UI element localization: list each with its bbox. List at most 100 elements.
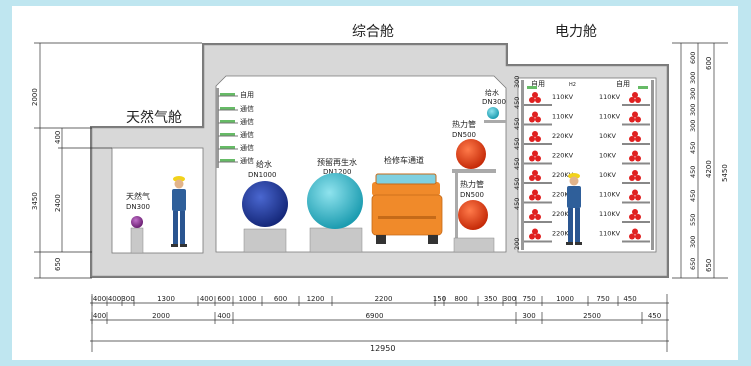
cable	[629, 155, 635, 162]
svg-text:通信: 通信	[240, 117, 254, 126]
dim-label-row1: 750	[522, 295, 535, 303]
heat-lower-label: 热力管	[460, 179, 484, 189]
cable-rack-tier: 110KV	[599, 228, 650, 243]
power-racks: 自用 H2 自用	[521, 79, 654, 250]
cable	[529, 116, 535, 123]
cable	[629, 97, 635, 103]
rack-dim-label: 450	[513, 97, 521, 109]
cable	[535, 233, 541, 240]
cable	[535, 97, 541, 103]
cable-rack-tier: 220KV	[524, 228, 574, 243]
dim-left-2400: 2400	[54, 194, 62, 212]
cable	[529, 155, 535, 162]
dim-label-row2: 300	[522, 312, 535, 320]
power-top-right: 自用	[616, 79, 630, 88]
cable	[532, 228, 538, 235]
rack-dim-label: 450	[513, 118, 521, 130]
shelf-item: 通信	[218, 156, 254, 165]
dim-label-row1: 2200	[375, 295, 393, 303]
cable	[535, 175, 541, 181]
cable	[629, 175, 635, 181]
shelf-item: 自用	[218, 90, 254, 99]
right-dim-label: 300	[689, 236, 697, 248]
right-dim-label: 450	[689, 166, 697, 178]
cable	[535, 116, 541, 123]
cable-voltage-label: 220KV	[552, 191, 574, 199]
cable	[532, 150, 538, 157]
right-dim-label: 600	[689, 52, 697, 64]
cable	[532, 131, 538, 137]
cable-rack-tier: 110KV	[524, 92, 574, 106]
cable	[532, 111, 538, 118]
cable	[632, 189, 638, 196]
rack-dim-label: 450	[513, 198, 521, 210]
dim-label-row1: 800	[454, 295, 467, 303]
cable	[635, 175, 641, 181]
heat-pipe-lower	[458, 200, 488, 230]
right-dim-label: 450	[689, 190, 697, 202]
shelf-item: 通信	[218, 104, 254, 113]
dim-label-row1: 450	[623, 295, 636, 303]
gas-pipe-support	[130, 227, 144, 254]
cable	[635, 136, 641, 142]
dim-right-600: 600	[705, 57, 713, 70]
dim-label-row2: 2500	[583, 312, 601, 320]
cable-rack-tier: 110KV	[599, 111, 650, 126]
rack-dim-label: 450	[513, 158, 521, 170]
cable	[629, 136, 635, 142]
gas-cabin-title: 天然气舱	[126, 109, 182, 126]
dim-label-row1: 400	[93, 295, 106, 303]
dim-label-row1: 750	[596, 295, 609, 303]
water-1000-dn: DN1000	[248, 171, 276, 179]
water-1000-support	[243, 228, 287, 253]
cable	[629, 233, 635, 240]
cable-voltage-label: 110KV	[599, 191, 621, 199]
dim-right-total: 5450	[721, 164, 729, 182]
dim-label-row2: 2000	[152, 312, 170, 320]
cable	[632, 150, 638, 157]
dim-label-row2: 450	[648, 312, 661, 320]
dim-left-2000: 2000	[31, 88, 39, 106]
utility-tunnel-diagram: 天然气舱 综合舱 电力舱 天然气 DN300 自用 通信 通信 通信 通信 通信…	[31, 24, 729, 353]
cable	[632, 170, 638, 176]
maintenance-vehicle	[371, 173, 443, 244]
svg-text:通信: 通信	[240, 104, 254, 113]
cable-rack-tier: 110KV	[599, 209, 650, 223]
vehicle-passage-label: 检修车通道	[384, 155, 424, 165]
cable	[632, 209, 638, 215]
cable	[632, 111, 638, 118]
dim-label-row1: 400	[108, 295, 121, 303]
shelf-item: 通信	[218, 130, 254, 139]
recycled-dn: DN1200	[323, 168, 351, 176]
dim-left-650: 650	[54, 258, 62, 271]
cable	[635, 116, 641, 123]
water-300-pipe	[487, 107, 499, 119]
water-300-label: 给水	[485, 88, 499, 97]
cable-rack-tier: 220KV	[524, 170, 574, 184]
right-dim-label: 300	[689, 104, 697, 116]
rack-dim-label: 450	[513, 178, 521, 190]
cable-voltage-label: 10KV	[599, 171, 617, 179]
heat-lower-dn: DN500	[460, 191, 484, 199]
dim-label-row1: 1000	[239, 295, 257, 303]
right-dim-label: 450	[689, 142, 697, 154]
cable	[529, 97, 535, 103]
rack-dim-label: 300	[513, 76, 521, 88]
dim-label-row1: 1200	[307, 295, 325, 303]
cable-rack-tier: 10KV	[599, 150, 650, 165]
water-300-bracket	[484, 120, 506, 123]
cable-voltage-label: 220KV	[552, 132, 574, 140]
dim-label-row1: 350	[484, 295, 497, 303]
cable	[532, 170, 538, 176]
dim-label-row1: 600	[217, 295, 230, 303]
svg-text:通信: 通信	[240, 143, 254, 152]
cable-rack-tier: 10KV	[599, 131, 650, 145]
cable-voltage-label: 110KV	[599, 93, 621, 101]
cable-rack-tier: 110KV	[599, 189, 650, 204]
gas-pipe-dn: DN300	[126, 203, 150, 211]
power-top-mid: H2	[569, 82, 576, 88]
dim-label-row2: 6900	[366, 312, 384, 320]
cable-rack-tier: 10KV	[599, 170, 650, 184]
